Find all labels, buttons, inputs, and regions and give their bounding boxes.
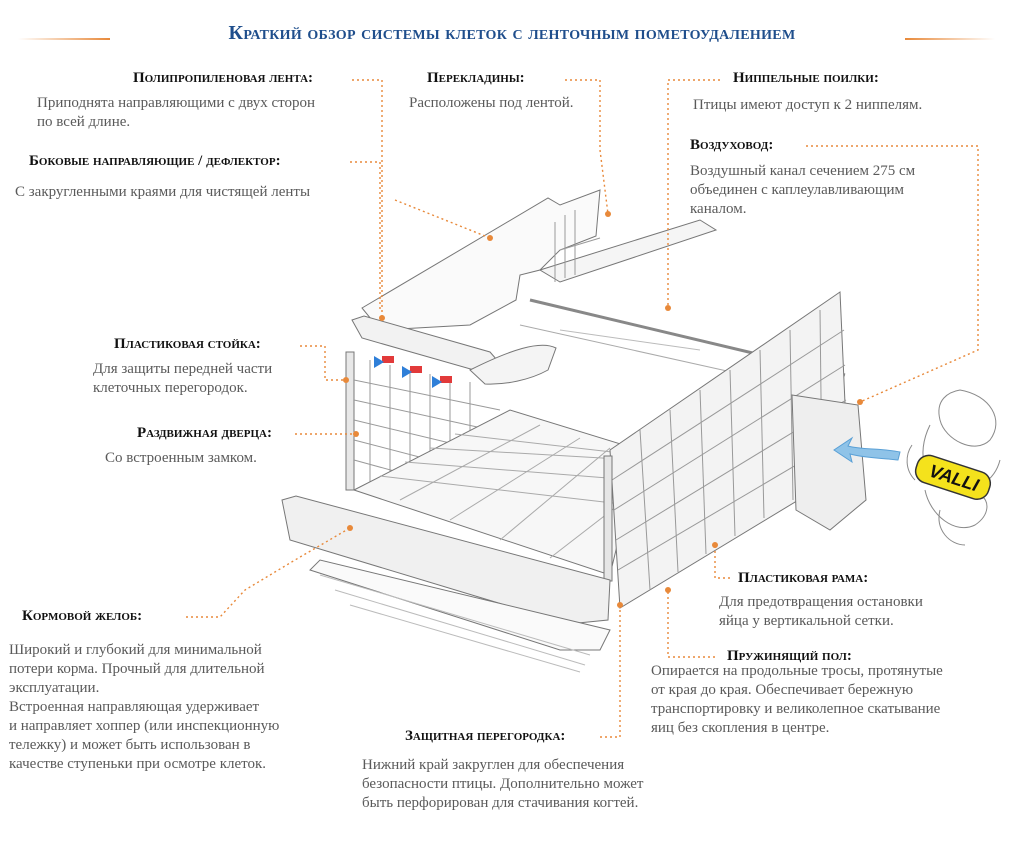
air-duct-heading: Воздуховод: (690, 137, 774, 153)
airflow-arrow (833, 436, 901, 464)
spring-floor-text: Опирается на продольные тросы, протянуты… (651, 663, 943, 736)
plastic-frame-text: Для предотвращения остановки яйца у верт… (719, 594, 923, 629)
leader-feed-trough (186, 527, 351, 618)
diagram-title: Краткий обзор системы клеток с ленточным… (228, 22, 796, 44)
crossbars-text: Расположены под лентой. (409, 95, 574, 111)
leader-side-guides (350, 161, 381, 312)
leader-crossbars (565, 79, 609, 215)
feed-trough-text: Широкий и глубокий для минимальной потер… (9, 642, 280, 772)
plastic-post-heading: Пластиковая стойка: (114, 336, 261, 352)
nipples-heading: Ниппельные поилки: (733, 70, 879, 86)
title-rule-right (905, 38, 995, 40)
sliding-door (603, 455, 613, 582)
leader-belt (352, 79, 383, 318)
air-duct-text: Воздушный канал сечением 275 см объедине… (690, 163, 916, 217)
plastic-frame-heading: Пластиковая рама: (738, 570, 869, 586)
leader-nipples (667, 79, 720, 308)
egg-belt (309, 559, 611, 651)
spring-floor-heading: Пружинящий пол: (727, 648, 852, 664)
crossbars-heading: Перекладины: (427, 70, 525, 86)
partition-heading: Защитная перегородка: (405, 728, 566, 744)
leader-lines (186, 79, 979, 738)
leader-spring-floor (667, 590, 715, 658)
belt-sheet (361, 189, 601, 331)
side-guides-text: С закругленными краями для чистящей лент… (15, 184, 311, 200)
sliding-door-text: Со встроенным замком. (105, 450, 257, 466)
leader-dots (343, 211, 863, 608)
deflector-curl (469, 344, 557, 385)
side-guides-heading: Боковые направляющие / дефлектор: (29, 153, 281, 169)
leader-plastic-frame (714, 545, 730, 579)
title-rule-left (18, 38, 110, 40)
egg-belt-mesh (319, 574, 591, 673)
leader-plastic-post (300, 345, 346, 381)
back-wire-top (538, 219, 718, 283)
feed-trough (281, 495, 611, 625)
valli-badge (914, 454, 992, 500)
air-duct (791, 394, 867, 531)
floor-mesh (379, 424, 639, 559)
feed-trough-heading: Кормовой желоб: (22, 608, 143, 624)
leader-crossbar-sheet (394, 199, 491, 239)
partition-text: Нижний край закруглен для обеспечения бе… (362, 757, 644, 811)
leader-air-duct (806, 145, 979, 403)
back-wire-verticals (554, 210, 601, 282)
nipples-text: Птицы имеют доступ к 2 ниппелям. (693, 97, 923, 113)
belt-text: Приподнята направляющими с двух сторон п… (37, 95, 316, 130)
leader-partition (600, 605, 621, 738)
front-wall (345, 351, 355, 491)
plastic-post-text: Для защиты передней части клеточных пере… (93, 361, 273, 396)
sliding-door-heading: Раздвижная дверца: (137, 425, 272, 441)
belt-heading: Полипропиленовая лента: (133, 70, 314, 86)
post-markers (374, 356, 452, 388)
